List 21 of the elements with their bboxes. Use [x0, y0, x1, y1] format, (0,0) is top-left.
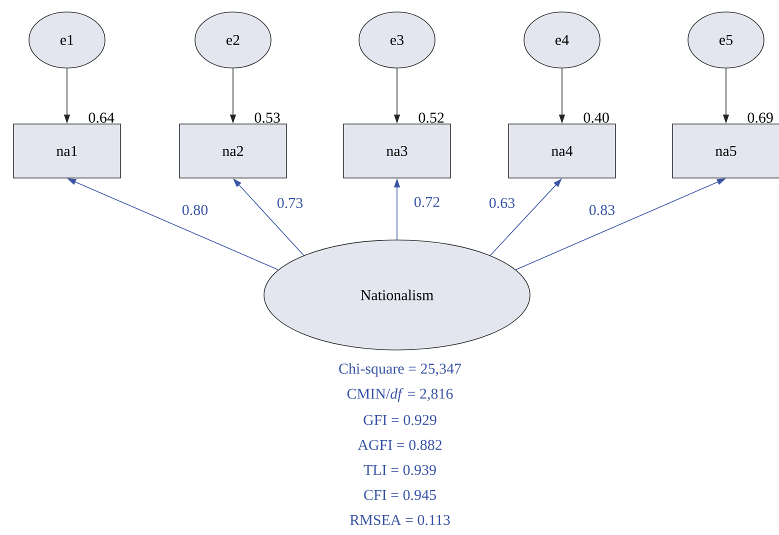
edge-label: 0.83: [589, 204, 615, 216]
edge-label: 0.80: [182, 204, 208, 216]
edge-label: 0.63: [489, 198, 515, 208]
fit-statistic: AGFI = 0.882: [358, 440, 442, 450]
indicator-box: na2: [179, 124, 287, 178]
fit-statistic: CFI = 0.945: [364, 490, 436, 500]
fit-statistic: TLI = 0.939: [364, 464, 436, 476]
value-label: 0.69: [748, 112, 773, 123]
indicator-box: na1: [13, 124, 121, 178]
value-label: 0.40: [584, 112, 609, 123]
value-label: 0.53: [254, 112, 280, 123]
fit-statistic: GFI = 0.929: [364, 414, 436, 426]
value-label: 0.64: [88, 112, 114, 123]
indicator-box: na4: [508, 124, 616, 178]
fit-statistic: RMSEA = 0.113: [350, 514, 450, 526]
edge-label: 0.72: [414, 196, 440, 208]
indicator-box: na5: [672, 124, 779, 178]
value-label: 0.52: [418, 112, 444, 123]
fit-statistic: CMIN/df = 2,816: [347, 388, 453, 402]
edge-label: 0.73: [277, 198, 303, 208]
indicator-box: na3: [343, 124, 451, 178]
